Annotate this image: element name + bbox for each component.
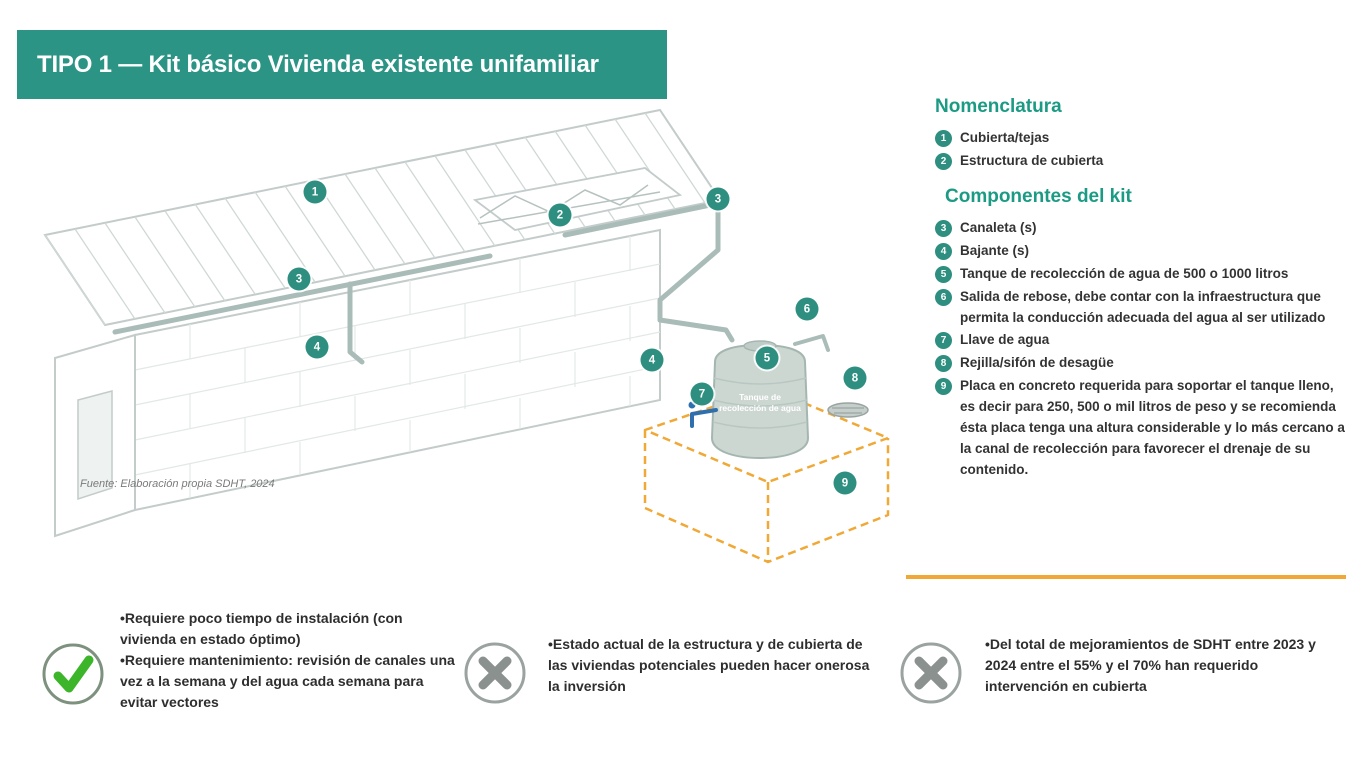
diagram-number-marker: 3 <box>287 267 311 291</box>
diagram-number-marker: 4 <box>640 348 664 372</box>
water-tap <box>690 408 718 428</box>
door <box>77 390 113 501</box>
callout-con-1: •Estado actual de la estructura y de cub… <box>548 634 876 697</box>
nomenclatura-list: 1 Cubierta/tejas 2 Estructura de cubiert… <box>935 128 1349 172</box>
check-icon <box>42 643 104 705</box>
legend-item: 7 Llave de agua <box>935 330 1349 351</box>
item-number-badge: 2 <box>935 152 952 170</box>
diagram-number-marker: 9 <box>833 471 857 495</box>
downpipe-right <box>657 202 735 343</box>
item-label: Placa en concreto requerida para soporta… <box>960 378 1345 477</box>
overflow-pipe <box>793 334 830 352</box>
legend-item: 2 Estructura de cubierta <box>935 151 1349 172</box>
item-label: Cubierta/tejas <box>960 130 1050 145</box>
house-diagram: Tanque de recolección de agua Fuente: El… <box>20 100 930 600</box>
componentes-heading: Componentes del kit <box>945 185 1132 207</box>
wall-block-joints <box>189 236 631 498</box>
diagram-number-marker: 8 <box>843 366 867 390</box>
item-label: Llave de agua <box>960 332 1050 348</box>
tank-ribs <box>712 377 808 429</box>
item-label: Canaleta (s) <box>960 219 1037 235</box>
downpipe-left <box>347 281 365 365</box>
diagram-number-marker: 7 <box>690 382 714 406</box>
item-number-badge: 6 <box>935 288 952 306</box>
legend-item: 6 Salida de rebose, debe contar con la i… <box>935 287 1349 329</box>
callout-bullet: •Del total de mejoramientos de SDHT entr… <box>985 636 1316 694</box>
item-label: Estructura de cubierta <box>960 152 1104 168</box>
nomenclatura-heading: Nomenclatura <box>935 96 1062 117</box>
title-banner: TIPO 1 — Kit básico Vivienda existente u… <box>17 30 667 99</box>
tank-label: Tanque de recolección de agua <box>719 392 801 414</box>
concrete-slab <box>643 386 890 564</box>
callout-bullet: •Requiere poco tiempo de instalación (co… <box>120 610 403 647</box>
gutter-right <box>562 200 723 238</box>
roof-corrugation-lines <box>44 112 706 326</box>
item-number-badge: 4 <box>935 242 952 260</box>
callout-bullet: •Estado actual de la estructura y de cub… <box>548 636 870 694</box>
tap-handle <box>688 401 696 409</box>
legend-item: 9 Placa en concreto requerida para sopor… <box>935 376 1349 481</box>
item-label: Salida de rebose, debe contar con la inf… <box>960 288 1326 325</box>
item-label: Rejilla/sifón de desagüe <box>960 355 1114 371</box>
item-number-badge: 8 <box>935 355 952 373</box>
item-number-badge: 3 <box>935 219 952 237</box>
diagram-markers: 1 2 3 3 4 4 5 6 7 8 9 <box>20 100 930 600</box>
legend-panel: Nomenclatura 1 Cubierta/tejas 2 Estructu… <box>935 96 1349 483</box>
x-icon <box>464 642 526 704</box>
item-number-badge: 1 <box>935 130 952 147</box>
house-illustration <box>43 108 890 564</box>
water-tank <box>710 343 810 460</box>
diagram-number-marker: 4 <box>305 335 329 359</box>
diagram-number-marker: 5 <box>755 346 779 370</box>
legend-item: 4 Bajante (s) <box>935 241 1349 262</box>
componentes-list: 3 Canaleta (s) 4 Bajante (s) 5 Tanque de… <box>935 218 1349 481</box>
item-label: Tanque de recolección de agua de 500 o 1… <box>960 265 1289 281</box>
item-number-badge: 7 <box>935 332 952 350</box>
diagram-number-marker: 6 <box>795 297 819 321</box>
x-icon <box>900 642 962 704</box>
diagram-number-marker: 1 <box>303 180 327 204</box>
page-title: TIPO 1 — Kit básico Vivienda existente u… <box>37 50 599 78</box>
legend-item: 8 Rejilla/sifón de desagüe <box>935 353 1349 374</box>
wall-block-rows <box>134 263 661 476</box>
callout-pros: •Requiere poco tiempo de instalación (co… <box>120 608 460 713</box>
source-note: Fuente: Elaboración propia SDHT, 2024 <box>80 478 275 490</box>
callout-con-2: •Del total de mejoramientos de SDHT entr… <box>985 634 1337 697</box>
gutter-left <box>112 253 493 335</box>
item-number-badge: 9 <box>935 378 952 396</box>
legend-item: 1 Cubierta/tejas <box>935 128 1349 149</box>
callout-bullet: •Requiere mantenimiento: revisión de can… <box>120 652 455 710</box>
item-number-badge: 5 <box>935 265 952 283</box>
drain-grate-lines <box>832 407 864 414</box>
legend-item: 5 Tanque de recolección de agua de 500 o… <box>935 264 1349 285</box>
item-label: Bajante (s) <box>960 242 1030 258</box>
legend-item: 3 Canaleta (s) <box>935 218 1349 239</box>
diagram-number-marker: 2 <box>548 203 572 227</box>
orange-divider <box>906 575 1346 579</box>
diagram-number-marker: 3 <box>706 187 730 211</box>
